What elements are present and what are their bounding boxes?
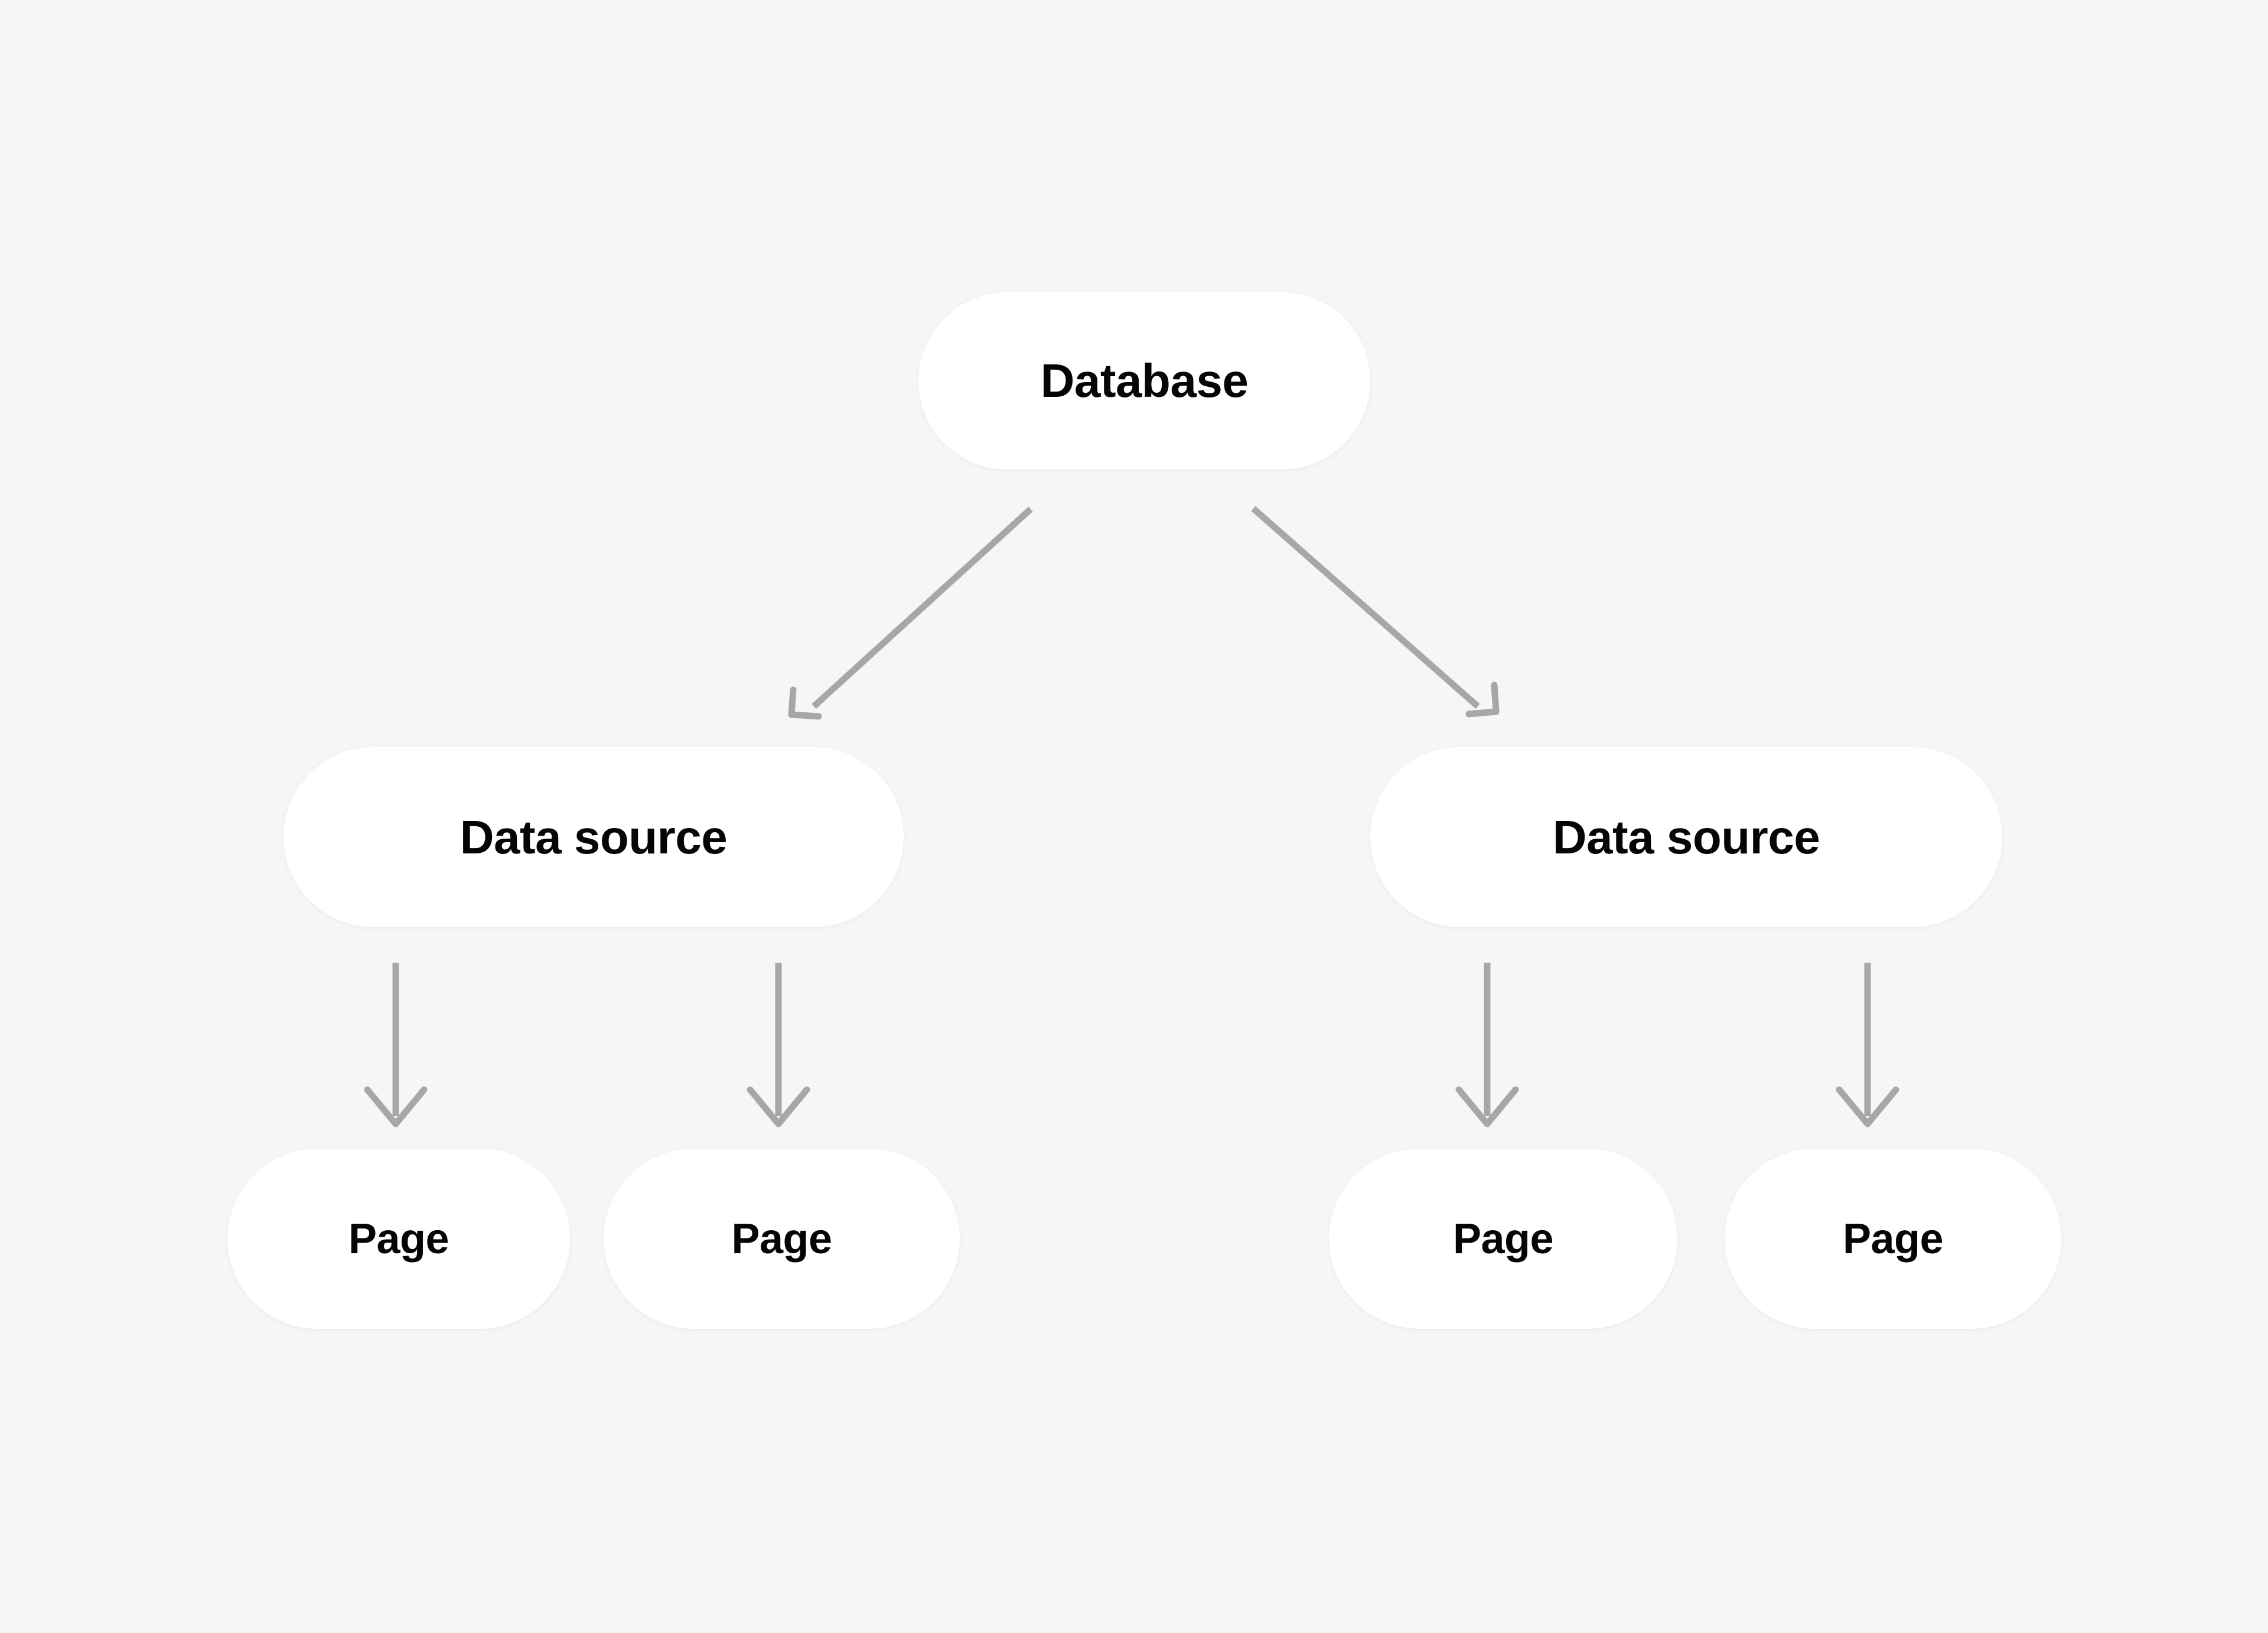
node-data-source-left[interactable]: Data source	[284, 747, 904, 927]
edge-data-source-right-to-page-4	[1836, 963, 1899, 1127]
edge-data-source-right-to-page-3	[1455, 963, 1519, 1127]
node-data-source-left-label: Data source	[460, 810, 728, 863]
node-page-2-label: Page	[731, 1215, 832, 1263]
edge-database-to-data-source-left	[788, 506, 1033, 720]
node-page-3[interactable]: Page	[1329, 1149, 1677, 1329]
node-page-1-label: Page	[348, 1215, 449, 1263]
node-data-source-right-label: Data source	[1552, 810, 1820, 863]
node-data-source-right[interactable]: Data source	[1370, 747, 2002, 927]
node-page-4[interactable]: Page	[1725, 1149, 2061, 1329]
node-page-2[interactable]: Page	[604, 1149, 960, 1329]
node-page-1[interactable]: Page	[227, 1149, 570, 1329]
node-page-4-label: Page	[1842, 1215, 1944, 1263]
node-page-3-label: Page	[1452, 1215, 1554, 1263]
node-database[interactable]: Database	[918, 292, 1370, 470]
edge-data-source-left-to-page-1	[364, 963, 428, 1127]
edge-database-to-data-source-right	[1251, 506, 1500, 718]
edge-data-source-left-to-page-2	[747, 963, 810, 1127]
node-database-label: Database	[1040, 354, 1249, 407]
